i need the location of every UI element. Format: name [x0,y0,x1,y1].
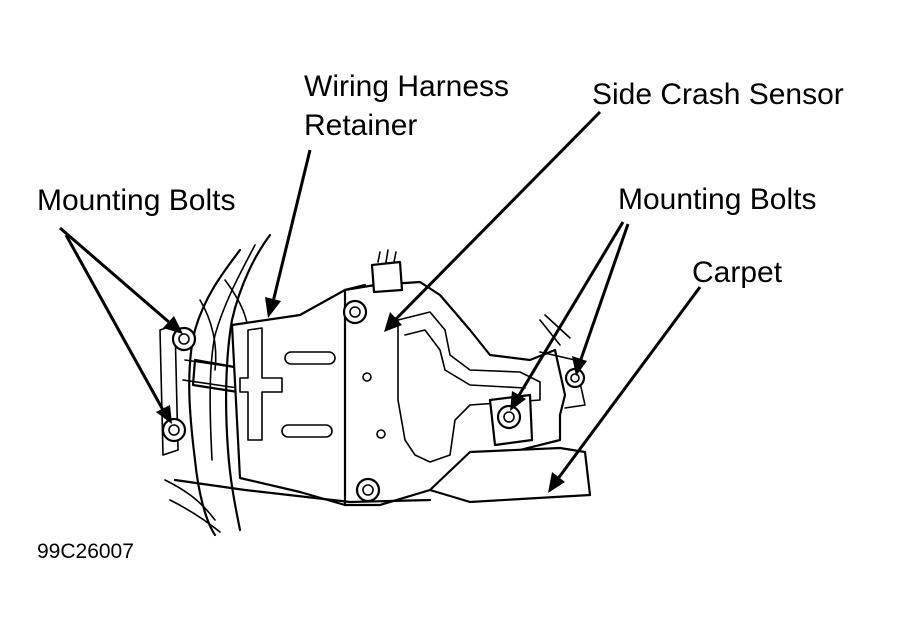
mounting-bolts-left-label: Mounting Bolts [37,184,236,217]
right-mounting-bolts [496,367,586,430]
side-crash-sensor-label: Side Crash Sensor [592,78,844,111]
leader-mounting-bolts-left [59,226,183,424]
wiring-harness-label-line2: Retainer [304,109,418,142]
leader-mounting-bolts-right [510,221,630,411]
figure-code: 99C26007 [37,540,134,563]
carpet-label: Carpet [692,256,783,289]
leader-wiring-harness [265,149,312,318]
leader-carpet [548,286,702,493]
left-mounting-bolts [161,326,197,443]
mounting-bolts-right-label: Mounting Bolts [618,183,817,216]
leader-side-crash-sensor [384,110,602,332]
wiring-harness-label-line1: Wiring Harness [304,70,510,103]
